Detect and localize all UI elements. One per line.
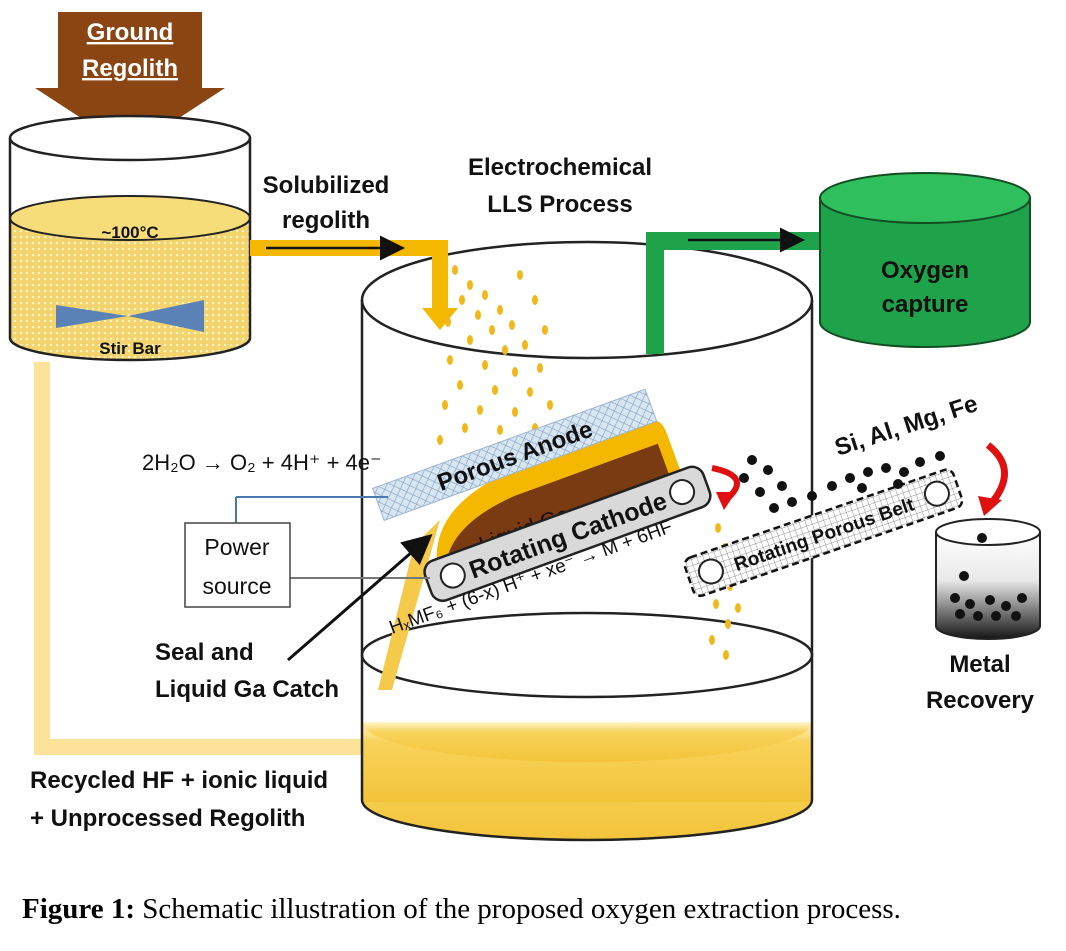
metal-recovery-label-2: Recovery [926, 687, 1035, 714]
rotating-porous-belt: Rotating Porous Belt [683, 468, 964, 597]
hopper-label-1: Ground [87, 19, 174, 46]
process-schematic: Ground Regolith ~100°C Stir Bar Oxyg [8, 12, 1041, 842]
solubilized-label-1: Solubilized [263, 172, 390, 199]
stir-bar-icon [56, 305, 128, 328]
oxygen-label-1: Oxygen [881, 257, 969, 284]
metal-recovery-bin: Metal Recovery [926, 518, 1041, 714]
seal-label-2: Liquid Ga Catch [155, 676, 339, 703]
dissolution-tank: ~100°C Stir Bar [8, 114, 252, 362]
reactor [360, 240, 814, 842]
power-label-2: source [202, 573, 271, 599]
power-source-box [184, 522, 291, 608]
oxygen-capture-tank: Oxygen capture [819, 172, 1031, 348]
process-label-2: LLS Process [487, 191, 632, 218]
oxygen-label-2: capture [882, 291, 969, 318]
belt-transfer-arrow [985, 442, 1008, 508]
power-label-1: Power [204, 534, 270, 560]
caption-label: Figure 1: [22, 893, 136, 925]
seal-pointer-arrow [287, 534, 433, 662]
ground-regolith-hopper: Ground Regolith [35, 12, 225, 150]
process-label-1: Electrochemical [468, 154, 652, 181]
anode-reaction: 2H₂O → O₂ + 4H⁺ + 4e⁻ [142, 450, 382, 475]
solubilized-label-2: regolith [282, 207, 370, 234]
metals-label: Si, Al, Mg, Fe [832, 390, 982, 462]
recycled-label-2: + Unprocessed Regolith [30, 805, 305, 832]
figure-caption: Figure 1: Schematic illustration of the … [22, 893, 1052, 926]
caption-text: Schematic illustration of the proposed o… [135, 893, 901, 925]
metal-particles [739, 451, 945, 513]
metal-recovery-label-1: Metal [949, 651, 1010, 678]
hopper-label-2: Regolith [82, 55, 178, 82]
stir-bar-label: Stir Bar [99, 339, 161, 358]
seal-label-1: Seal and [155, 639, 254, 666]
recycle-line [34, 362, 388, 755]
recycled-label-1: Recycled HF + ionic liquid [30, 767, 328, 794]
temperature-label: ~100°C [101, 223, 158, 242]
